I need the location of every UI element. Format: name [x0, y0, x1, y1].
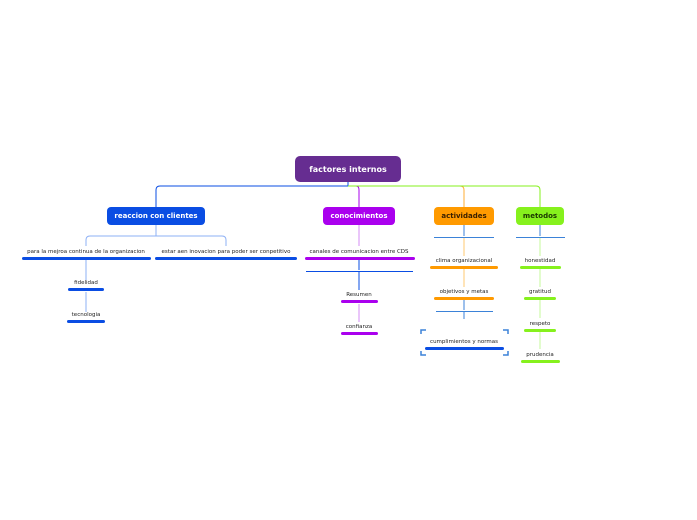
topic-label[interactable]: honestidad: [524, 258, 556, 264]
topic-label[interactable]: estar aen inovacion para poder ser conpe…: [161, 249, 291, 255]
boundary-line: [516, 237, 565, 238]
branch-conocimientos[interactable]: conocimientos: [323, 207, 395, 225]
root-label: factores internos: [309, 164, 387, 174]
topic-label[interactable]: clima organizacional: [435, 258, 493, 264]
branch-reaccion-con-clientes[interactable]: reaccion con clientes: [107, 207, 205, 225]
boundary-line: [436, 311, 493, 312]
boundary-line: [306, 271, 413, 272]
topic-underline: [22, 257, 151, 260]
topic-underline: [524, 297, 556, 300]
topic-underline: [430, 266, 498, 269]
boundary-line: [434, 237, 494, 238]
topic-label[interactable]: tecnologia: [71, 312, 101, 318]
topic-label[interactable]: para la mejroa continua de la organizaci…: [27, 249, 145, 255]
branch-actividades[interactable]: actividades: [434, 207, 494, 225]
topic-underline: [524, 329, 556, 332]
topic-label[interactable]: canales de comunicacion entre CDS: [309, 249, 409, 255]
topic-underline: [520, 266, 561, 269]
topic-label[interactable]: Resumen: [346, 292, 372, 298]
topic-underline: [341, 332, 378, 335]
branch-metodos[interactable]: metodos: [516, 207, 564, 225]
topic-label[interactable]: confianza: [345, 324, 373, 330]
topic-label[interactable]: prudencia: [526, 352, 554, 358]
topic-underline: [521, 360, 560, 363]
topic-underline: [434, 297, 494, 300]
branch-label: metodos: [522, 212, 558, 220]
topic-underline: [425, 347, 504, 350]
topic-label[interactable]: respeto: [529, 321, 551, 327]
topic-underline: [305, 257, 415, 260]
branch-label: reaccion con clientes: [114, 212, 198, 220]
topic-label[interactable]: cumplimientos y normas: [430, 339, 498, 345]
topic-underline: [68, 288, 104, 291]
branch-label: actividades: [441, 212, 487, 220]
topic-label[interactable]: fidelidad: [74, 280, 98, 286]
topic-underline: [341, 300, 378, 303]
topic-underline: [155, 257, 297, 260]
branch-label: conocimientos: [330, 212, 388, 220]
topic-label[interactable]: gratitud: [529, 289, 551, 295]
root-node[interactable]: factores internos: [295, 156, 401, 182]
topic-underline: [67, 320, 105, 323]
topic-label[interactable]: objetivos y metas: [439, 289, 489, 295]
